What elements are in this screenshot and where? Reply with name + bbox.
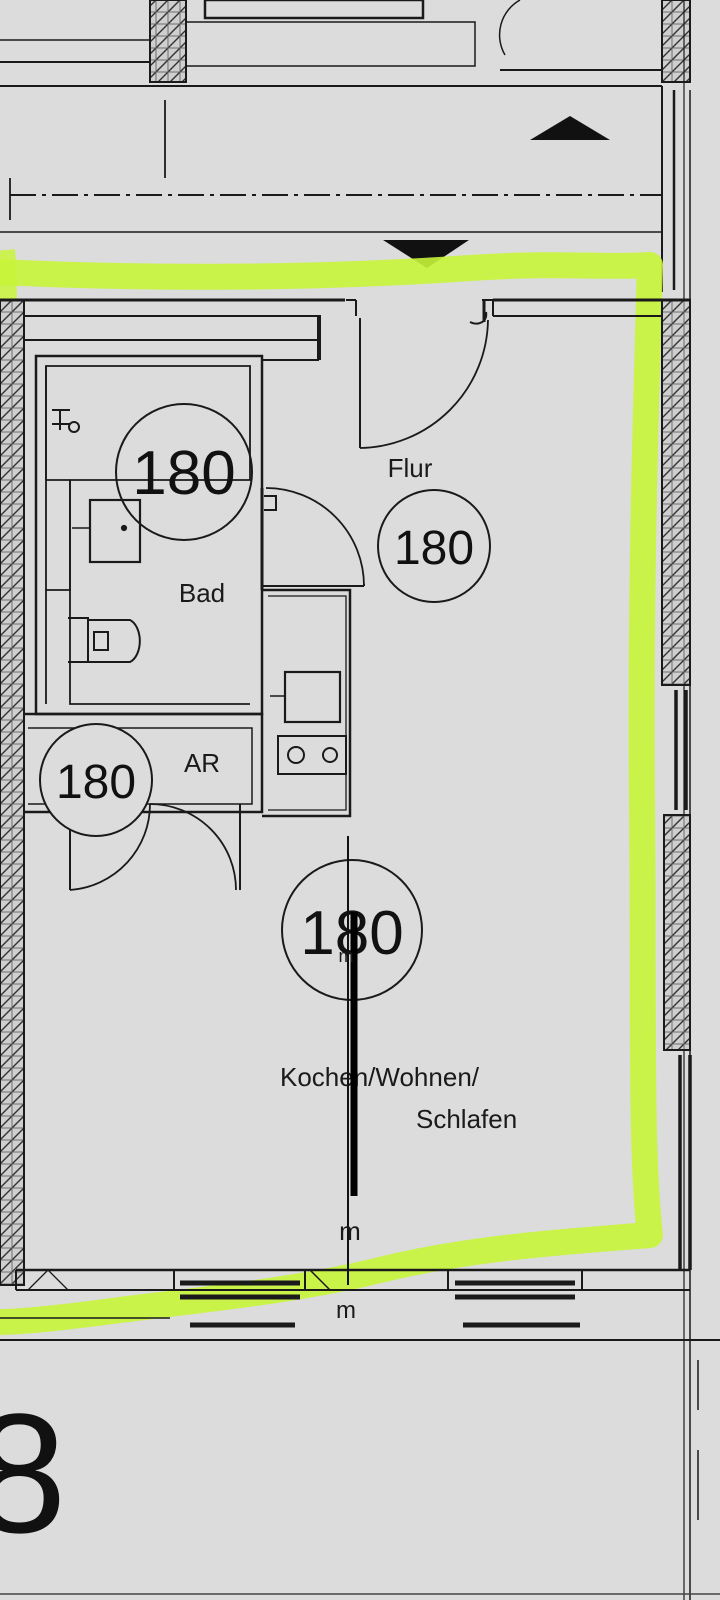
stair-arrow-down-icon: [383, 240, 469, 268]
kitchen-sink-icon: [270, 670, 342, 724]
room-ar-value-marker: 180: [39, 723, 153, 837]
marker-label-top: m: [339, 946, 354, 966]
room-main-label-line-2: Schlafen: [416, 1104, 517, 1134]
room-ar-label: AR: [184, 748, 220, 778]
room-bad-label: Bad: [179, 578, 225, 608]
stair-arrow-up-icon: [530, 116, 610, 140]
apartment-number: 8: [0, 1379, 67, 1569]
apartment-walls: [0, 298, 720, 1520]
marker-label-middle: m: [339, 1216, 361, 1246]
toilet-icon: [68, 617, 141, 663]
sink-icon: [72, 498, 142, 564]
stove-icon: [277, 735, 347, 775]
room-flur-value: 180: [394, 522, 474, 575]
room-bad-value-marker: 180: [115, 403, 253, 541]
room-bad-value: 180: [132, 439, 235, 508]
room-flur-label: Flur: [388, 453, 433, 483]
bath-door-hinge-icon: [264, 495, 277, 511]
room-ar-value: 180: [56, 756, 136, 809]
room-flur-value-marker: 180: [377, 489, 491, 603]
room-main-label-line-1: Kochen/Wohnen/: [280, 1062, 480, 1092]
marker-label-bottom: m: [336, 1297, 356, 1324]
highlight-outline: [0, 252, 663, 1335]
shower-tap-icon: [52, 409, 80, 433]
